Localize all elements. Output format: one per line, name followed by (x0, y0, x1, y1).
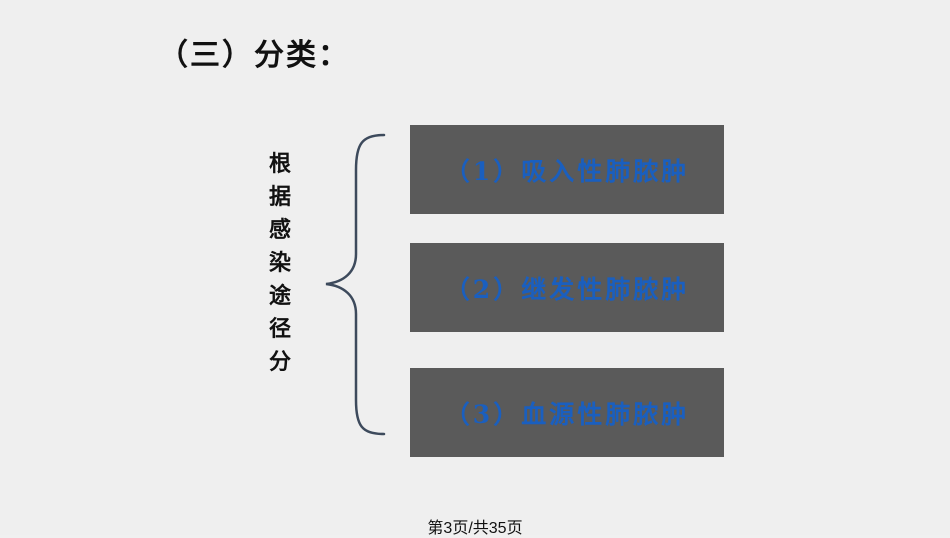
classification-basis-label: 根 据 感 染 途 径 分 (262, 148, 298, 379)
label-char: 据 (268, 184, 291, 210)
page-counter: 第3页/共35页 (427, 520, 523, 537)
category-box-2: （2）继发性肺脓肿 (410, 243, 724, 332)
curly-brace-icon (325, 133, 386, 436)
slide-title: （三）分类： (158, 38, 350, 73)
category-box-1: （1）吸入性肺脓肿 (410, 125, 724, 214)
category-label: （2）继发性肺脓肿 (444, 274, 690, 304)
label-char: 分 (268, 349, 291, 375)
category-box-3: （3）血源性肺脓肿 (410, 368, 724, 457)
label-char: 根 (268, 151, 291, 177)
category-label: （3）血源性肺脓肿 (444, 399, 690, 429)
category-label: （1）吸入性肺脓肿 (444, 156, 690, 186)
label-char: 径 (268, 316, 291, 342)
label-char: 感 (268, 217, 291, 243)
label-char: 途 (268, 283, 291, 309)
label-char: 染 (268, 250, 291, 276)
